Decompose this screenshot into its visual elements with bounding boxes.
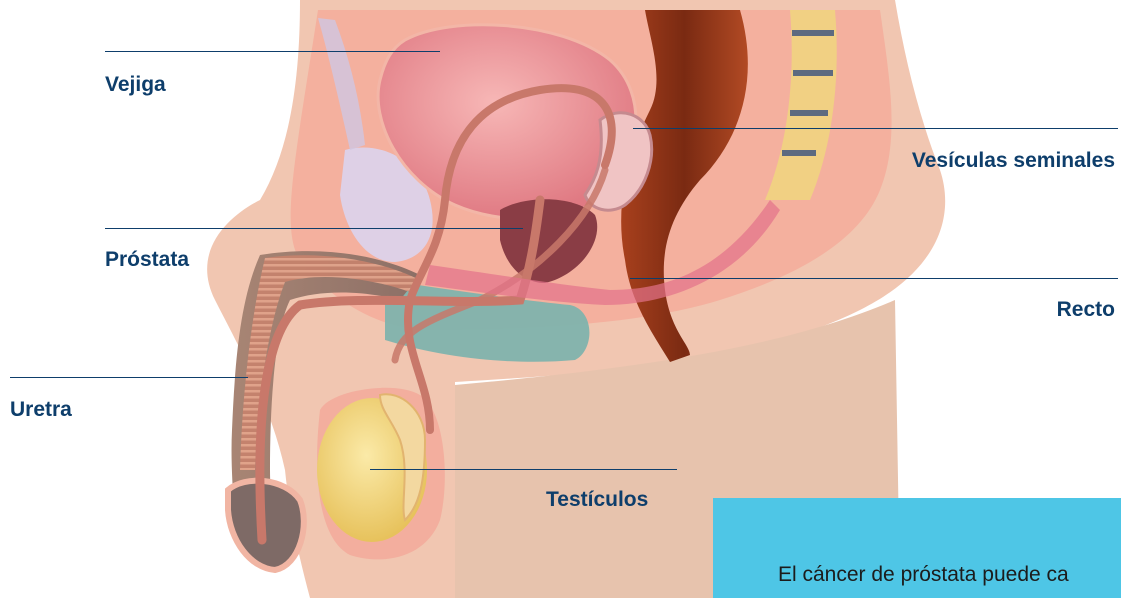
glans: [228, 481, 304, 570]
label-seminal-vesicles: Vesículas seminales: [912, 150, 1115, 171]
label-prostate: Próstata: [105, 249, 189, 270]
bladder-leader-line: [105, 51, 440, 52]
seminal-vesicles-leader-line: [633, 128, 1118, 129]
label-rectum: Recto: [1057, 299, 1115, 320]
rectum-leader-line: [630, 278, 1118, 279]
label-testicles: Testículos: [546, 489, 648, 510]
label-urethra: Uretra: [10, 399, 72, 420]
info-callout-box: El cáncer de próstata puede ca: [713, 498, 1121, 598]
urethra-leader-line: [10, 377, 248, 378]
prostate-leader-line: [105, 228, 523, 229]
callout-text: El cáncer de próstata puede ca: [778, 564, 1069, 585]
testicles-leader-line: [370, 469, 677, 470]
label-bladder: Vejiga: [105, 74, 166, 95]
